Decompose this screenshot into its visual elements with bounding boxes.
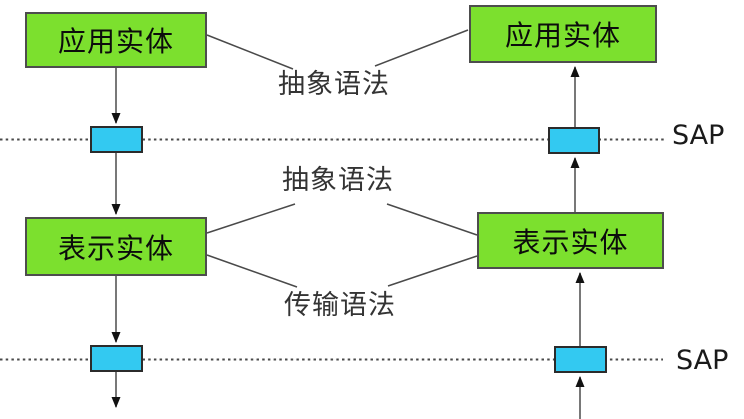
app-entity-right: 应用实体 — [469, 5, 657, 63]
connector-app-right-to-abstract-syntax-top — [374, 29, 469, 67]
pres-entity-left: 表示实体 — [25, 217, 207, 276]
sap-box-bottom-left — [90, 345, 143, 372]
label-abstract-syntax-top: 抽象语法 — [278, 69, 390, 100]
label-transfer-syntax: 传输语法 — [284, 290, 396, 321]
connector-pres-right-to-transfer-syntax — [387, 255, 478, 287]
app-entity-left: 应用实体 — [25, 12, 207, 68]
sap-box-top-right — [548, 127, 600, 154]
connector-pres-right-to-abstract-syntax-mid — [386, 203, 478, 236]
sap-label-bottom: SAP — [676, 345, 729, 376]
connector-pres-left-to-abstract-syntax-mid — [206, 203, 296, 234]
connector-app-left-to-abstract-syntax-top — [206, 34, 294, 70]
label-abstract-syntax-mid: 抽象语法 — [282, 165, 394, 196]
connector-pres-left-to-transfer-syntax — [206, 254, 298, 288]
pres-entity-right: 表示实体 — [477, 212, 664, 269]
sap-label-top: SAP — [672, 120, 725, 151]
sap-box-top-left — [90, 126, 143, 153]
sap-box-bottom-right — [554, 346, 607, 373]
